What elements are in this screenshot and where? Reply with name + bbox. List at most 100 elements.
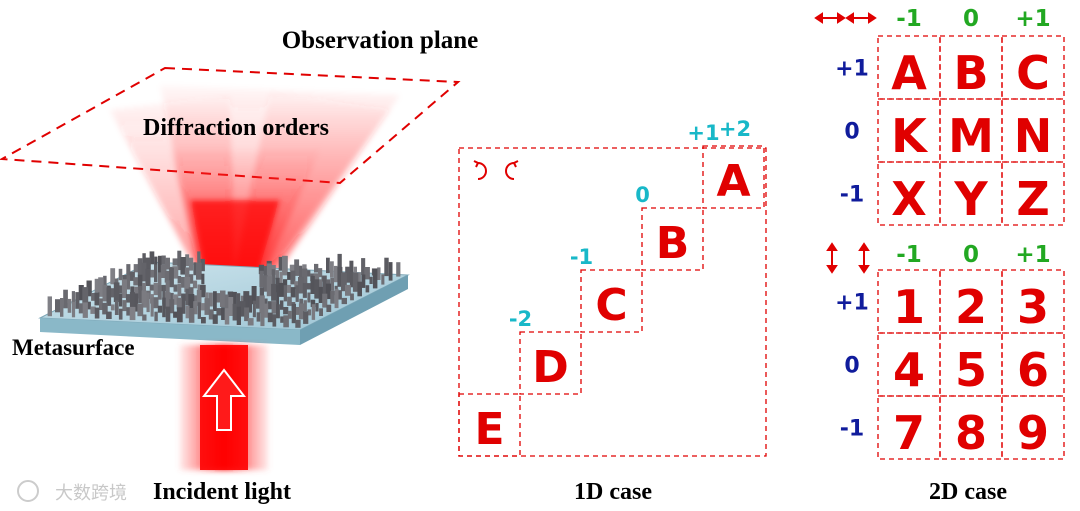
- nanopillar: [325, 283, 331, 300]
- diffracted-beams: [110, 85, 400, 305]
- oned-letter: C: [595, 280, 627, 331]
- nanopillar: [142, 314, 147, 321]
- nanopillar: [134, 286, 139, 299]
- nanopillar: [334, 288, 339, 309]
- nanopillar: [251, 286, 257, 305]
- nanopillar: [232, 303, 238, 321]
- nanopillar: [149, 284, 155, 291]
- nanopillars: [47, 250, 401, 328]
- nanopillar: [169, 299, 175, 314]
- nanopillar: [283, 307, 289, 315]
- oned-cell: [458, 393, 521, 457]
- oned-letter: B: [656, 218, 690, 269]
- column-order-label: -1: [896, 6, 922, 32]
- nanopillar: [164, 270, 171, 283]
- metasurface-label: Metasurface: [12, 335, 135, 360]
- row-order-label: 0: [844, 354, 859, 379]
- nanopillar: [177, 283, 182, 297]
- nanopillar: [209, 292, 213, 307]
- nanopillar: [130, 286, 135, 294]
- nanopillar: [125, 294, 131, 303]
- nanopillar: [94, 278, 100, 293]
- nanopillar: [299, 265, 303, 281]
- nanopillar: [259, 295, 265, 314]
- oned-letter: D: [532, 342, 569, 393]
- nanopillar: [224, 294, 229, 312]
- nanopillar: [201, 273, 205, 285]
- nanopillar: [345, 266, 351, 283]
- column-order-label: -1: [896, 242, 922, 268]
- nanopillar: [384, 257, 389, 277]
- nanopillar: [134, 293, 139, 312]
- nanopillar: [102, 302, 108, 315]
- nanopillar: [377, 267, 381, 280]
- grid-letter: Y: [953, 172, 988, 226]
- grid-number: 5: [955, 343, 987, 397]
- nanopillar: [106, 287, 112, 306]
- nanopillar: [197, 251, 201, 267]
- nanopillar: [244, 307, 250, 322]
- nanopillar: [153, 297, 159, 309]
- nanopillar: [157, 285, 162, 300]
- grid-letter: C: [1016, 46, 1050, 100]
- nanopillar: [145, 268, 151, 286]
- nanopillar: [142, 282, 146, 295]
- nanopillar: [208, 309, 214, 320]
- nanopillar: [275, 270, 280, 280]
- nanopillar: [200, 303, 206, 311]
- nanopillar: [138, 285, 143, 304]
- nanopillar: [306, 270, 311, 277]
- nanopillar: [307, 292, 311, 303]
- nanopillar: [196, 262, 202, 280]
- nanopillar: [149, 269, 155, 278]
- nanopillar: [118, 285, 123, 294]
- nanopillar: [102, 284, 108, 302]
- nanopillar: [149, 251, 155, 265]
- nanopillar: [224, 308, 230, 325]
- nanopillar: [150, 297, 154, 317]
- oned-cell: [519, 331, 582, 395]
- nanopillar: [184, 267, 190, 280]
- nanopillar: [197, 284, 201, 293]
- incident-beam: [180, 345, 268, 470]
- nanopillar: [213, 291, 217, 311]
- nanopillar: [91, 293, 96, 301]
- nanopillar: [330, 290, 335, 304]
- nanopillar: [126, 307, 131, 316]
- nanopillar: [86, 280, 92, 297]
- nanopillar: [263, 275, 268, 292]
- nanopillar: [306, 283, 311, 290]
- nanopillar: [330, 261, 334, 278]
- nanopillar: [205, 292, 209, 302]
- nanopillar: [129, 306, 136, 321]
- nanopillar: [279, 300, 284, 310]
- nanopillar: [137, 258, 143, 277]
- nanopillar: [247, 318, 254, 326]
- nanopillar: [271, 269, 275, 288]
- oned-frame: [458, 147, 767, 457]
- nanopillar: [232, 291, 237, 308]
- nanopillar: [146, 292, 150, 313]
- nanopillar: [137, 274, 143, 290]
- vertical-arrows-icon: [826, 242, 870, 274]
- grid-letter: A: [891, 46, 927, 100]
- nanopillar: [55, 299, 61, 313]
- grid-letter: K: [891, 109, 929, 163]
- nanopillar: [337, 253, 342, 274]
- nanopillar: [173, 284, 178, 292]
- nanopillar: [276, 304, 280, 319]
- nanopillar: [188, 287, 194, 297]
- nanopillar: [256, 312, 261, 322]
- nanopillar: [349, 271, 354, 288]
- nanopillar: [338, 290, 342, 300]
- nanopillar: [365, 285, 370, 293]
- nanopillar: [361, 274, 366, 288]
- nanopillar: [177, 276, 182, 284]
- nanopillar: [113, 282, 120, 302]
- nanopillar: [126, 275, 131, 290]
- nanopillar: [287, 284, 292, 293]
- nanopillar: [326, 257, 330, 274]
- nanopillar: [266, 276, 273, 297]
- grid-cell: [1001, 395, 1065, 460]
